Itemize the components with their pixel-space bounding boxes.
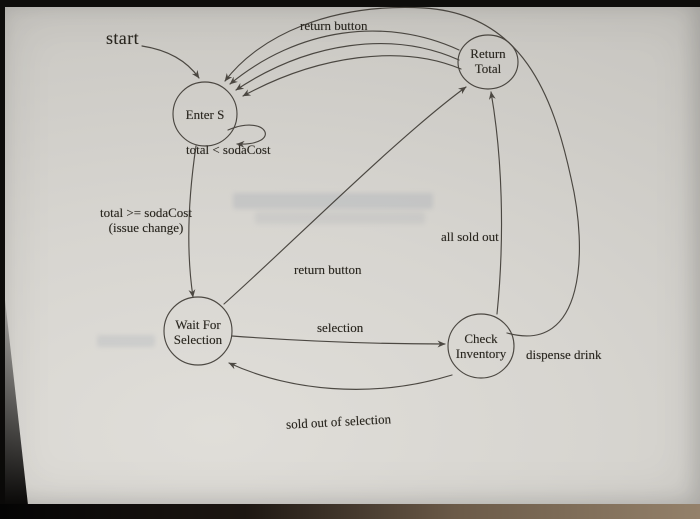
faint-smudge — [97, 335, 155, 347]
arrow-start — [141, 45, 200, 79]
arrow-return-button-top-3 — [242, 55, 462, 97]
state-label-check-line2: Inventory — [455, 346, 507, 362]
arrow-selection — [231, 335, 446, 348]
transition-label-all-sold-out: all sold out — [441, 229, 499, 244]
state-label-wait-line2: Selection — [173, 332, 223, 348]
transition-label-total-lt-sodacost: total < sodaCost — [186, 142, 271, 157]
arrow-dispense-drink — [224, 6, 580, 337]
state-label-wait-line1: Wait For — [175, 317, 221, 332]
state-label-return-total-line2: Total — [474, 61, 502, 77]
state-label-wait-for-selection: Wait For Selection — [163, 317, 233, 348]
arrow-all-sold-out — [488, 91, 503, 315]
faint-smudge — [233, 193, 433, 209]
transition-label-total-ge-sodacost: total >= sodaCost (issue change) — [86, 205, 206, 236]
state-label-return-total-line1: Return — [470, 46, 506, 61]
arrow-total-ge-sodacost — [188, 145, 197, 298]
transition-label-total-ge-line1: total >= sodaCost — [100, 205, 192, 220]
arrow-return-button-top-2 — [235, 43, 460, 91]
state-label-check-inventory: Check Inventory — [444, 331, 518, 362]
transition-label-total-ge-line2: (issue change) — [108, 220, 184, 236]
transition-label-selection: selection — [317, 320, 364, 335]
arrow-total-lt-sodacost-selfloop — [227, 124, 266, 148]
arrow-return-button-mid — [223, 86, 467, 305]
arrow-sold-out-of-selection — [228, 362, 453, 390]
transition-label-return-button-top: return button — [300, 18, 368, 33]
arrow-return-button-top-1 — [229, 30, 460, 85]
start-label: start — [106, 28, 139, 48]
desk-background-bottom — [0, 504, 700, 519]
state-circle-return-total — [457, 34, 519, 90]
state-label-enter-s: Enter S — [185, 107, 225, 122]
transition-label-dispense-drink: dispense drink — [526, 347, 602, 362]
state-circle-wait-for-selection — [163, 296, 233, 366]
state-circle-enter-s — [172, 81, 238, 147]
state-label-check-line1: Check — [464, 331, 498, 346]
faint-smudge — [255, 212, 425, 224]
paper-sheet — [5, 7, 700, 505]
state-label-return-total: Return Total — [448, 46, 528, 77]
state-circle-check-inventory — [447, 313, 515, 379]
transition-label-return-button-mid: return button — [294, 262, 362, 277]
